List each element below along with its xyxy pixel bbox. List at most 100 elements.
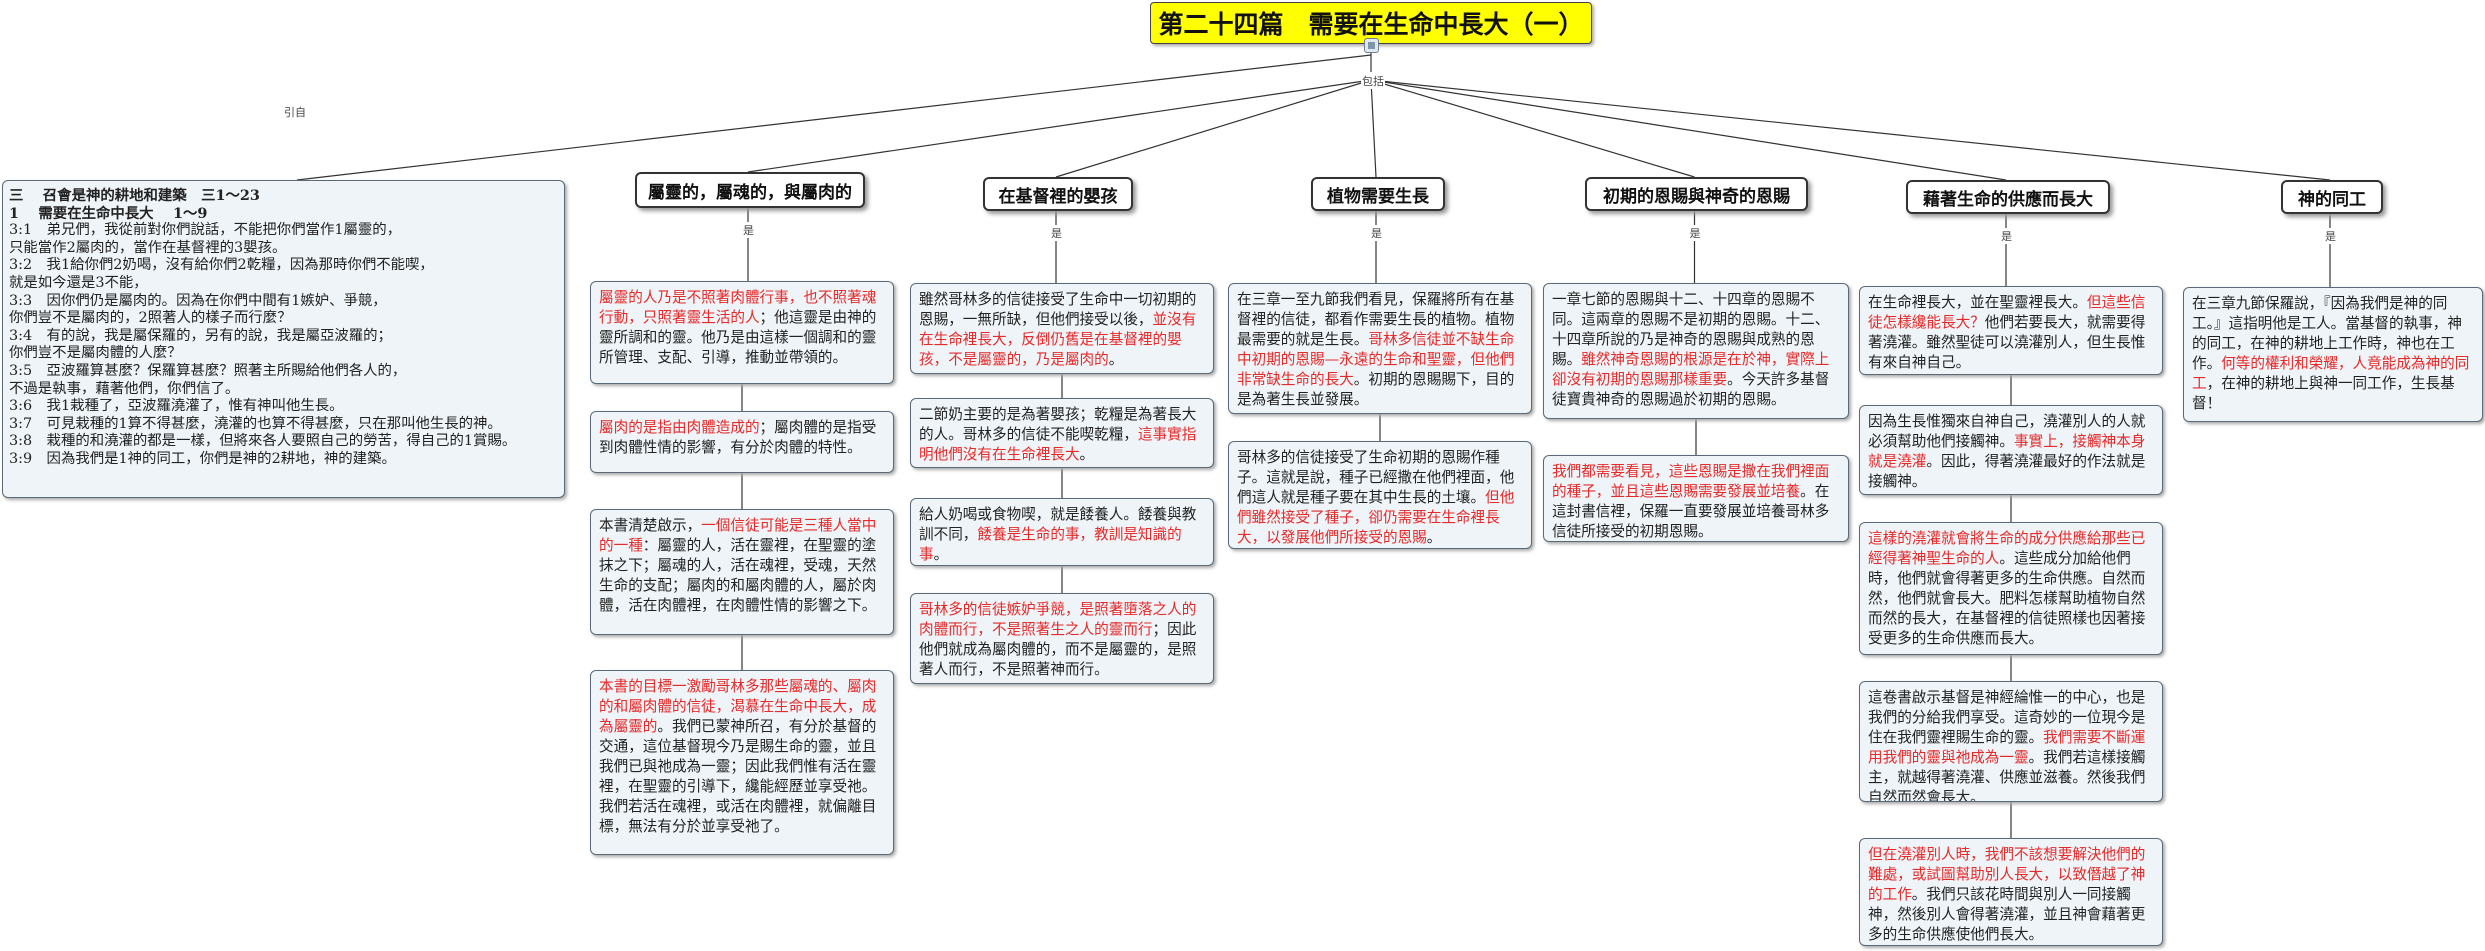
note-text: 。初期的恩賜賜下，目的是為著生長並發展。 — [1237, 371, 1515, 408]
verse-line: 只能當作2屬肉的，當作在基督裡的3嬰孩。 — [9, 239, 287, 256]
root-title[interactable]: 第二十四篇 需要在生命中長大（一） — [1150, 2, 1592, 44]
note-box[interactable]: 這卷書啟示基督是神經綸惟一的中心，也是我們的分給我們享受。這奇妙的一位現今是住在… — [1859, 681, 2163, 802]
note-box[interactable]: 哥林多的信徒接受了生命初期的恩賜作種子。這就是說，種子已經撒在他們裡面，他們這人… — [1228, 441, 1532, 549]
note-box[interactable]: 二節奶主要的是為著嬰孩；乾糧是為著長大的人。哥林多的信徒不能喫乾糧，這事實指明他… — [910, 398, 1214, 468]
edge-label-include: 包括 — [1361, 73, 1385, 89]
scripture-heading-1: 三 召會是神的耕地和建築 三1～23 — [9, 187, 260, 204]
connector-cite — [296, 54, 1372, 181]
note-box[interactable]: 因為生長惟獨來自神自己，澆灌別人的人就必須幫助他們接觸神。事實上，接觸神本身就是… — [1859, 405, 2163, 495]
highlighted-text: 這樣的澆灌就會將生命的成分供應給那些已經得著神聖生命的人 — [1868, 530, 2146, 567]
note-box[interactable]: 哥林多的信徒嫉妒爭競，是照著墮落之人的肉體而行，不是照著生之人的靈而行；因此他們… — [910, 593, 1214, 684]
topic-node[interactable]: 屬靈的，屬魂的，與屬肉的 — [635, 172, 865, 208]
connector-topic — [1370, 79, 2331, 181]
edge-label-is: 是 — [1370, 225, 1383, 241]
verse-line: 3:8 栽種的和澆灌的都是一樣，但將來各人要照自己的勞苦，得自己的1賞賜。 — [9, 433, 517, 450]
highlighted-text: 本書的目標一激勵哥林多那些屬魂的、屬肉的和屬肉體的信徒，渴慕在生命中長大，成為屬… — [599, 678, 877, 735]
connector-topic — [1370, 79, 2007, 181]
highlighted-text: 餧養是生命的事，教訓是知識的事 — [919, 526, 1182, 563]
note-box[interactable]: 一章七節的恩賜與十二、十四章的恩賜不同。這兩章的恩賜不是初期的恩賜。十二、十四章… — [1543, 283, 1849, 419]
verse-line: 你們豈不是屬肉的，2照著人的樣子而行麼？ — [9, 310, 292, 327]
highlighted-text: 但他們雖然接受了種子，卻仍需要在生命裡長大，以發展他們所接受的恩賜 — [1237, 489, 1515, 546]
note-box[interactable]: 在三章一至九節我們看見，保羅將所有在基督裡的信徒，都看作需要生長的植物。植物最需… — [1228, 283, 1532, 414]
connector-topic — [1370, 79, 1695, 178]
note-text: 。因此，得著澆灌最好的作法就是接觸神。 — [1868, 453, 2146, 490]
topic-node[interactable]: 初期的恩賜與神奇的恩賜 — [1585, 177, 1808, 211]
verse-line: 3:9 因為我們是1神的同工，你們是神的2耕地，神的建築。 — [9, 450, 396, 467]
note-text: 二節奶主要的是為著嬰孩；乾糧是為著長大的人。哥林多的信徒不能喫乾糧， — [919, 406, 1197, 443]
note-box[interactable]: 在三章九節保羅說，『因為我們是神的同工。』這指明他是工人。當基督的執事，神的同工… — [2183, 287, 2483, 422]
verse-line: 3:3 因你們仍是屬肉的。因為在你們中間有1嫉妒、爭競， — [9, 292, 387, 309]
note-text: 他們若要長大，就需要得著澆灌。雖然聖徒可以澆灌別人，但生長惟有來自神自己。 — [1868, 314, 2146, 371]
topic-node[interactable]: 在基督裡的嬰孩 — [983, 177, 1133, 211]
note-text: 在三章九節保羅說，『因為我們是神的同工。』這指明他是工人。當基督的執事，神的同工… — [2192, 295, 2462, 372]
scripture-reference[interactable]: 三 召會是神的耕地和建築 三1～23 1 需要在生命中長大 1～9 3:1 弟兄… — [2, 180, 565, 498]
note-icon[interactable] — [1364, 38, 1379, 53]
highlighted-text: 一個信徒可能是三種人當中的一種 — [599, 517, 877, 554]
note-text: 。 — [1079, 446, 1095, 463]
highlighted-text: 我們需要不斷運用我們的靈與祂成為一靈 — [1868, 729, 2146, 766]
note-box[interactable]: 在生命裡長大，並在聖靈裡長大。但這些信徒怎樣纔能長大？他們若要長大，就需要得著澆… — [1859, 286, 2163, 375]
verse-line: 3:4 有的說，我是屬保羅的，另有的說，我是屬亞波羅的； — [9, 327, 392, 344]
note-text: 雖然哥林多的信徒接受了生命中一切初期的恩賜，一無所缺，但他們接受以後， — [919, 291, 1197, 328]
highlighted-text: 屬肉的是指由肉體造成的 — [599, 419, 760, 436]
scripture-heading-2: 1 需要在生命中長大 1～9 — [9, 204, 208, 222]
highlighted-text: 屬靈的人乃是不照著肉體行事，也不照著魂行動，只照著靈生活的人 — [599, 289, 877, 326]
note-text: 。 — [933, 546, 949, 563]
highlighted-text: 事實上，接觸神本身就是澆灌 — [1868, 433, 2146, 470]
verse-line: 就是如今還是3不能， — [9, 274, 148, 291]
note-text: 。我們已蒙神所召，有分於基督的交通，這位基督現今乃是賜生命的靈，並且我們已與祂成… — [599, 718, 877, 835]
edge-label-cite: 引自 — [283, 104, 307, 120]
note-text: ；他這靈是由神的靈所調和的靈。他乃是由這樣一個調和的靈所管理、支配、引導，推動並… — [599, 309, 877, 366]
note-text: 一章七節的恩賜與十二、十四章的恩賜不同。這兩章的恩賜不是初期的恩賜。十二、十四章… — [1552, 291, 1830, 368]
note-box[interactable]: 給人奶喝或食物喫，就是餧養人。餧養與教訓不同，餧養是生命的事，教訓是知識的事。 — [910, 498, 1214, 566]
note-box[interactable]: 這樣的澆灌就會將生命的成分供應給那些已經得著神聖生命的人。這些成分加給他們時，他… — [1859, 522, 2163, 655]
note-text: 在三章一至九節我們看見，保羅將所有在基督裡的信徒，都看作需要生長的植物。植物最需… — [1237, 291, 1515, 348]
connector-topic — [1370, 79, 1377, 178]
note-text: 給人奶喝或食物喫，就是餧養人。餧養與教訓不同， — [919, 506, 1197, 543]
note-box[interactable]: 本書的目標一激勵哥林多那些屬魂的、屬肉的和屬肉體的信徒，渴慕在生命中長大，成為屬… — [590, 670, 894, 855]
edge-label-is: 是 — [2324, 228, 2337, 244]
verse-list: 3:1 弟兄們，我從前對你們說話，不能把你們當作1屬靈的，只能當作2屬肉的，當作… — [9, 222, 558, 468]
verse-line: 3:2 我1給你們2奶喝，沒有給你們2乾糧，因為那時你們不能喫， — [9, 257, 434, 274]
verse-line: 3:1 弟兄們，我從前對你們說話，不能把你們當作1屬靈的， — [9, 222, 402, 239]
note-box[interactable]: 屬肉的是指由肉體造成的；屬肉體的是指受到肉體性情的影響，有分於肉體的特性。 — [590, 411, 894, 473]
edge-label-is: 是 — [742, 222, 755, 238]
verse-line: 不過是執事，藉著他們，你們信了。 — [9, 380, 240, 397]
note-box[interactable]: 雖然哥林多的信徒接受了生命中一切初期的恩賜，一無所缺，但他們接受以後，並沒有在生… — [910, 283, 1214, 374]
highlighted-text: 哥林多的信徒嫉妒爭競，是照著墮落之人的肉體而行，不是照著生之人的靈而行 — [919, 601, 1197, 638]
highlighted-text: 但這些信徒怎樣纔能長大？ — [1868, 294, 2146, 331]
note-text: 。 — [1108, 351, 1124, 368]
connector-topic — [747, 79, 1372, 173]
highlighted-text: 我們都需要看見，這些恩賜是撒在我們裡面的種子，並且這些恩賜需要發展並培養 — [1552, 463, 1830, 500]
highlighted-text: 哥林多信徒並不缺生命中初期的恩賜—永遠的生命和聖靈，但他們非常缺生命的長大 — [1237, 331, 1515, 388]
verse-line: 3:6 我1栽種了，亞波羅澆灌了，惟有神叫他生長。 — [9, 398, 344, 415]
note-text: 因為生長惟獨來自神自己，澆灌別人的人就必須幫助他們接觸神。 — [1868, 413, 2146, 450]
note-text: ，在神的耕地上與神一同工作，生長基督！ — [2192, 375, 2455, 412]
note-text: 。這些成分加給他們時，他們就會得著更多的生命供應。自然而然，他們就會長大。肥料怎… — [1868, 550, 2146, 647]
verse-line: 你們豈不是屬肉體的人麼？ — [9, 345, 182, 362]
note-box[interactable]: 但在澆灌別人時，我們不該想要解決他們的難處，或試圖幫助別人長大，以致僭越了神的工… — [1859, 838, 2163, 946]
note-text: 。我們只該花時間與別人一同接觸神，然後別人會得著澆灌，並且神會藉著更多的生命供應… — [1868, 886, 2146, 943]
topic-node[interactable]: 植物需要生長 — [1311, 177, 1445, 211]
highlighted-text: 雖然神奇恩賜的根源是在於神，實際上卻沒有初期的恩賜那樣重要 — [1552, 351, 1830, 388]
note-text: 這卷書啟示基督是神經綸惟一的中心，也是我們的分給我們享受。這奇妙的一位現今是住在… — [1868, 689, 2146, 746]
highlighted-text: 這事實指明他們沒有在生命裡長大 — [919, 426, 1197, 463]
edge-label-is: 是 — [1050, 225, 1063, 241]
connector-topic — [1055, 79, 1372, 178]
note-text: ：屬靈的人，活在靈裡，在聖靈的塗抹之下；屬魂的人，活在魂裡，受魂，天然生命的支配… — [599, 537, 877, 614]
topic-node[interactable]: 神的同工 — [2281, 180, 2383, 214]
note-box[interactable]: 本書清楚啟示，一個信徒可能是三種人當中的一種：屬靈的人，活在靈裡，在聖靈的塗抹之… — [590, 509, 894, 635]
note-box[interactable]: 我們都需要看見，這些恩賜是撒在我們裡面的種子，並且這些恩賜需要發展並培養。在這封… — [1543, 455, 1849, 542]
note-text: 。在這封書信裡，保羅一直要發展並培養哥林多信徒所接受的初期恩賜。 — [1552, 483, 1830, 540]
edge-label-is: 是 — [1688, 225, 1702, 241]
note-box[interactable]: 屬靈的人乃是不照著肉體行事，也不照著魂行動，只照著靈生活的人；他這靈是由神的靈所… — [590, 281, 894, 384]
verse-line: 3:5 亞波羅算甚麼？保羅算甚麼？照著主所賜給他們各人的， — [9, 362, 407, 379]
note-text: 。 — [1426, 529, 1442, 546]
note-text: 在生命裡長大，並在聖靈裡長大。 — [1868, 294, 2087, 311]
highlighted-text: 但在澆灌別人時，我們不該想要解決他們的難處，或試圖幫助別人長大，以致僭越了神的工… — [1868, 846, 2146, 903]
note-text: 哥林多的信徒接受了生命初期的恩賜作種子。這就是說，種子已經撒在他們裡面，他們這人… — [1237, 449, 1515, 506]
note-text: 本書清楚啟示， — [599, 517, 702, 534]
topic-node[interactable]: 藉著生命的供應而長大 — [1906, 180, 2110, 214]
note-text: ；屬肉體的是指受到肉體性情的影響，有分於肉體的特性。 — [599, 419, 877, 456]
